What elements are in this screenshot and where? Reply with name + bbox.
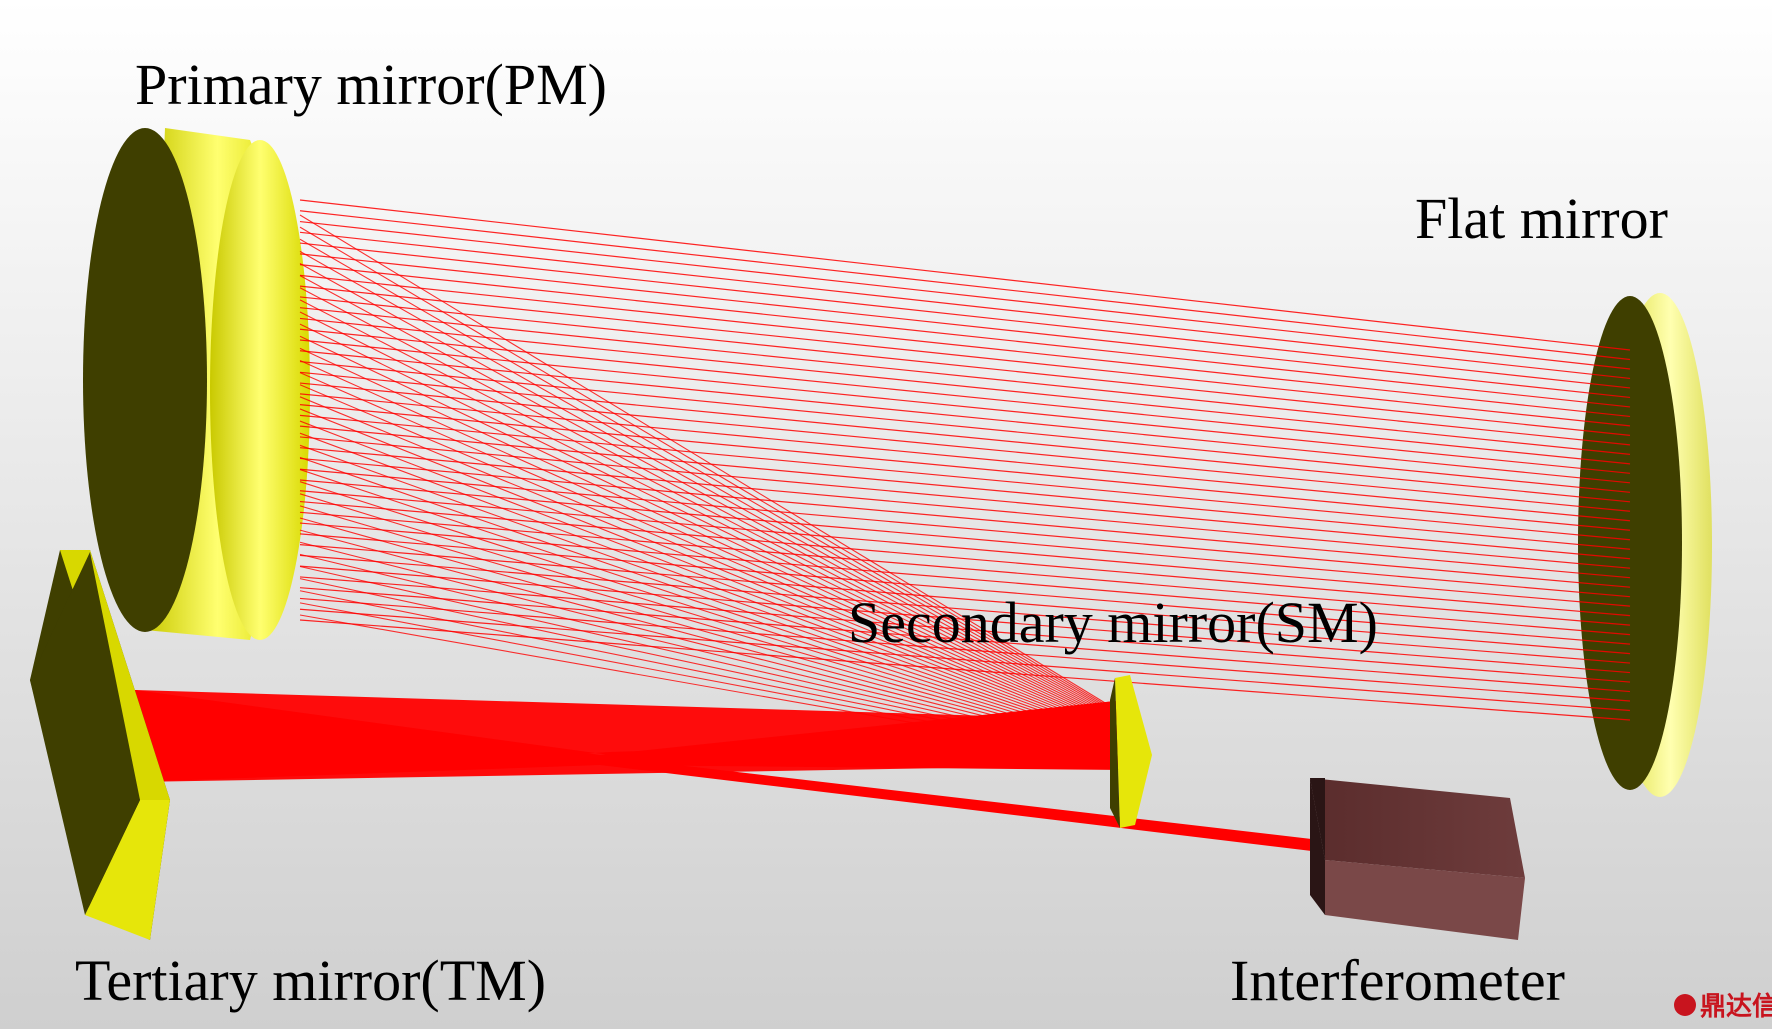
converging-ray bbox=[299, 493, 1126, 747]
watermark-logo: 鼎达信 bbox=[1674, 992, 1772, 1022]
converging-ray bbox=[299, 505, 1126, 749]
parallel-ray bbox=[299, 296, 1631, 436]
parallel-ray bbox=[299, 231, 1631, 380]
parallel-ray bbox=[299, 339, 1631, 474]
parallel-ray bbox=[299, 490, 1631, 607]
interferometer-label: Interferometer bbox=[1230, 948, 1565, 1013]
parallel-ray bbox=[299, 576, 1631, 683]
secondary-mirror bbox=[1110, 675, 1152, 828]
converging-ray bbox=[299, 287, 1126, 724]
parallel-ray bbox=[299, 565, 1631, 674]
parallel-ray bbox=[299, 587, 1631, 693]
parallel-ray bbox=[299, 436, 1631, 560]
converging-ray bbox=[299, 359, 1126, 732]
parallel-ray bbox=[299, 199, 1631, 351]
converging-ray bbox=[299, 372, 1126, 734]
converging-ray bbox=[299, 408, 1126, 738]
parallel-ray bbox=[299, 597, 1631, 702]
parallel-ray bbox=[299, 253, 1631, 399]
converging-ray bbox=[299, 214, 1126, 716]
secondary-mirror-label: Secondary mirror(SM) bbox=[848, 590, 1378, 655]
converging-ray bbox=[299, 226, 1126, 717]
converging-ray bbox=[299, 238, 1126, 719]
flat-mirror bbox=[1578, 293, 1712, 797]
watermark-text: 鼎达信 bbox=[1700, 992, 1772, 1022]
parallel-ray bbox=[299, 404, 1631, 531]
converging-ray bbox=[299, 432, 1126, 741]
converging-ray bbox=[299, 299, 1126, 726]
parallel-ray bbox=[299, 317, 1631, 455]
parallel-ray bbox=[299, 447, 1631, 569]
converging-ray bbox=[299, 444, 1126, 742]
parallel-ray bbox=[299, 274, 1631, 418]
converging-ray bbox=[299, 347, 1126, 731]
parallel-rays bbox=[299, 199, 1631, 721]
parallel-ray bbox=[299, 210, 1631, 361]
parallel-ray bbox=[299, 307, 1631, 446]
parallel-ray bbox=[299, 242, 1631, 389]
converging-ray bbox=[299, 384, 1126, 735]
converging-ray bbox=[299, 420, 1126, 739]
converging-ray bbox=[299, 456, 1126, 743]
converging-ray bbox=[299, 263, 1126, 721]
converging-ray bbox=[299, 529, 1126, 751]
parallel-ray bbox=[299, 285, 1631, 427]
tertiary-mirror-label: Tertiary mirror(TM) bbox=[75, 948, 546, 1013]
primary-mirror-label: Primary mirror(PM) bbox=[135, 52, 607, 117]
parallel-ray bbox=[299, 393, 1631, 522]
parallel-ray bbox=[299, 511, 1631, 626]
converging-ray bbox=[299, 311, 1126, 727]
parallel-ray bbox=[299, 328, 1631, 465]
converging-ray bbox=[299, 517, 1126, 750]
converging-ray bbox=[299, 396, 1126, 736]
parallel-ray bbox=[299, 371, 1631, 503]
converging-ray bbox=[299, 275, 1126, 723]
parallel-ray bbox=[299, 479, 1631, 598]
parallel-ray bbox=[299, 220, 1631, 370]
parallel-ray bbox=[299, 264, 1631, 408]
parallel-ray bbox=[299, 468, 1631, 588]
flat-mirror-label: Flat mirror bbox=[1415, 186, 1668, 251]
focused-beams bbox=[135, 690, 1320, 852]
watermark-icon bbox=[1674, 994, 1696, 1016]
parallel-ray bbox=[299, 360, 1631, 493]
converging-ray bbox=[299, 323, 1126, 728]
converging-ray bbox=[299, 481, 1126, 746]
converging-ray bbox=[299, 469, 1126, 745]
parallel-ray bbox=[299, 500, 1631, 617]
parallel-ray bbox=[299, 414, 1631, 541]
converging-ray bbox=[299, 335, 1126, 730]
parallel-ray bbox=[299, 350, 1631, 484]
converging-ray bbox=[299, 250, 1126, 720]
parallel-ray bbox=[299, 544, 1631, 655]
parallel-ray bbox=[299, 522, 1631, 636]
parallel-ray bbox=[299, 425, 1631, 550]
interferometer-box bbox=[1310, 778, 1525, 940]
primary-mirror bbox=[83, 128, 310, 640]
tertiary-mirror bbox=[30, 550, 170, 940]
parallel-ray bbox=[299, 554, 1631, 664]
